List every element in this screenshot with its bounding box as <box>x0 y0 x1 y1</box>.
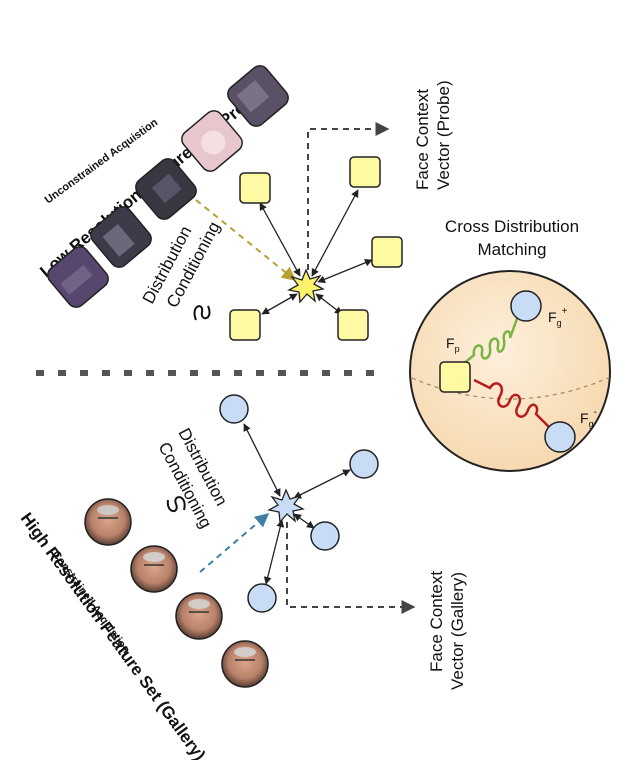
probe-thumbnail <box>181 110 243 172</box>
probe-thumbnail <box>47 246 109 308</box>
probe-thumbnail <box>227 65 289 127</box>
gallery-connections <box>243 423 351 585</box>
gallery-face-thumbnail <box>175 592 223 640</box>
gallery-connection <box>243 423 281 497</box>
matching-title: Cross Distribution <box>445 217 579 236</box>
sphere-equator <box>411 377 609 400</box>
gallery-positive-node <box>510 290 542 322</box>
probe-connection <box>259 202 301 277</box>
gallery-vector-arrow <box>286 522 416 614</box>
gallery-connection <box>293 469 351 499</box>
gallery-face-thumbnail <box>130 545 178 593</box>
gallery-connection <box>293 513 315 529</box>
probe-vector-arrow <box>307 122 390 270</box>
matching-sphere <box>409 270 611 472</box>
probe-connection <box>315 293 343 315</box>
probe-connections <box>259 189 373 315</box>
gallery-connection <box>263 519 285 585</box>
tilde-symbol <box>166 496 186 512</box>
probe-feature-node <box>337 309 369 341</box>
probe-feature-node <box>371 236 403 268</box>
probe-connection <box>261 293 298 315</box>
negative-spring <box>473 378 553 431</box>
probe-vector-label: Face Context <box>413 89 432 190</box>
matching-title: Matching <box>478 240 547 259</box>
probe-anchor-node <box>439 361 471 393</box>
gallery-feature-node <box>219 394 249 424</box>
fp-label: Fp <box>446 335 460 354</box>
fg-positive-label: Fg+ <box>548 306 568 328</box>
gallery-vector-label: Face Context <box>427 571 446 672</box>
probe-feature-node <box>349 156 381 188</box>
gallery-feature-node <box>349 449 379 479</box>
gallery-face-thumbnail <box>84 498 132 546</box>
gallery-negative-node <box>544 421 576 453</box>
gallery-vector-label: Vector (Gallery) <box>448 572 467 690</box>
tilde-symbol <box>193 305 211 321</box>
probe-thumbnail <box>135 158 197 220</box>
gallery-face-thumbnail <box>221 640 269 688</box>
probe-feature-node <box>229 309 261 341</box>
probe-thumbnail <box>90 206 152 268</box>
probe-connection <box>317 259 373 283</box>
probe-connection <box>311 189 359 277</box>
probe-vector-label: Vector (Probe) <box>434 80 453 190</box>
gallery-subtitle: Constrained Acquistion <box>50 549 133 656</box>
probe-context-star <box>287 268 325 304</box>
gallery-conditioning-arrow <box>199 513 270 573</box>
fg-negative-label: Fg- <box>580 407 597 429</box>
gallery-feature-node <box>310 521 340 551</box>
positive-spring <box>461 315 520 366</box>
gallery-context-star <box>267 488 305 524</box>
probe-feature-node <box>239 172 271 204</box>
gallery-feature-node <box>247 583 277 613</box>
